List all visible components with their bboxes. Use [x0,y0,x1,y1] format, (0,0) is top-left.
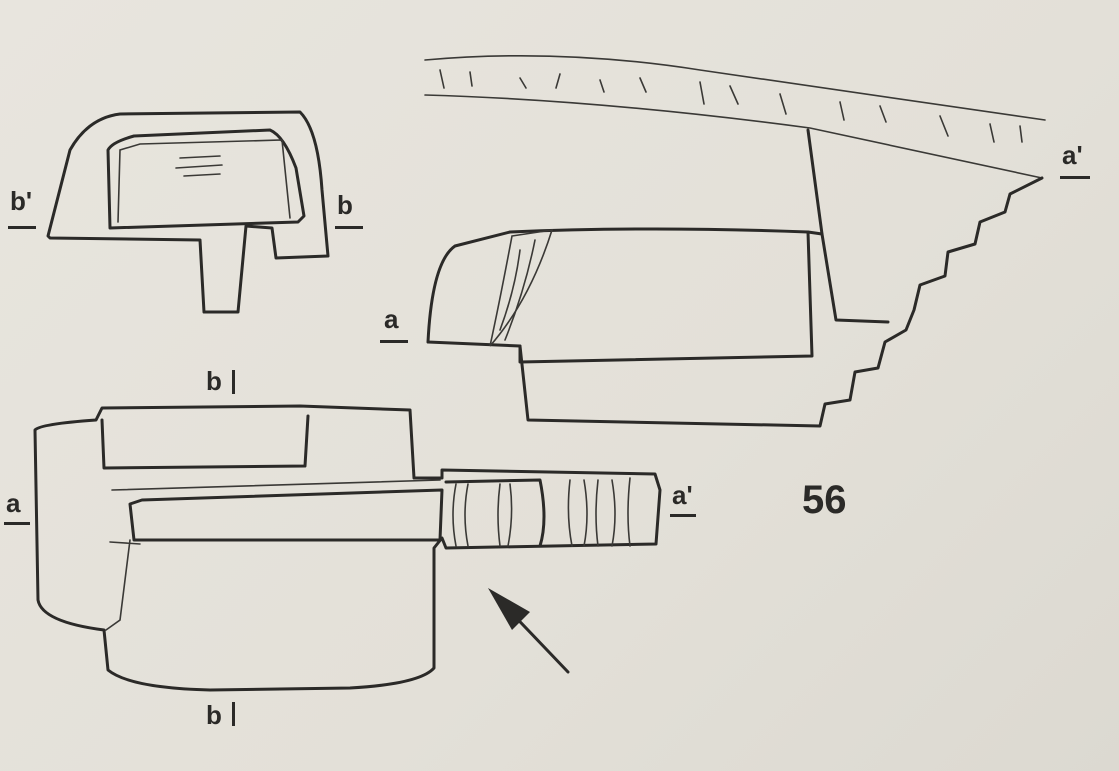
section-label-right: b [337,190,353,220]
elevation-marker-left [380,340,408,343]
plan-label-left: a [6,488,21,518]
section-marker-left [8,226,36,229]
plan-drawing [33,404,662,692]
section-label-left: b' [10,186,33,216]
north-arrow-icon [488,588,570,674]
plan-label-right: a' [672,480,693,510]
figure-number: 56 [802,478,847,522]
section-b-drawing [46,110,330,314]
plan-marker-right [670,514,696,517]
elevation-label-left: a [384,304,399,334]
plan-marker-left [4,522,30,525]
plan-marker-bottom [232,702,235,726]
section-marker-right [335,226,363,229]
elevation-label-right: a' [1062,140,1083,170]
elevation-marker-right [1060,176,1090,179]
elevation-a-drawing [424,54,1046,428]
plan-label-top: b [206,366,222,396]
plan-label-bottom: b [206,700,222,730]
plan-marker-top [232,370,235,394]
